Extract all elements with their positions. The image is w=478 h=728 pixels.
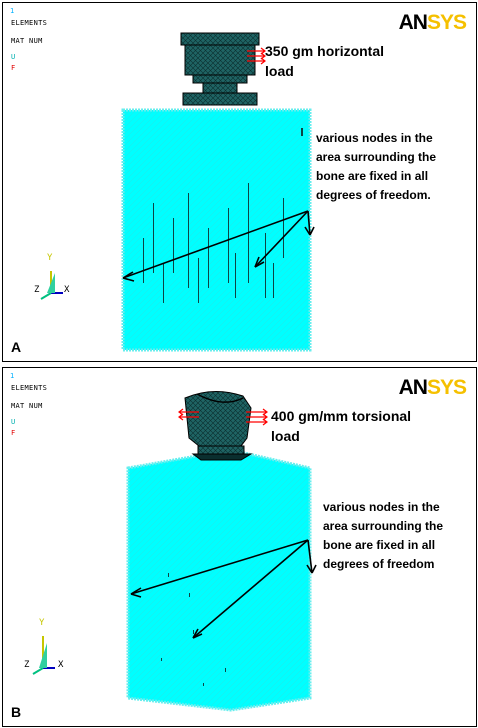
bone-block-b: [126, 448, 312, 712]
panel-label-b: B: [11, 704, 22, 720]
implant-b: [184, 391, 253, 461]
mat-num-header: MAT NUM: [11, 402, 43, 410]
leader-arrows-a: [122, 210, 315, 282]
fixed-node-cluster-b: [161, 573, 226, 686]
axis-label-z: Z: [24, 660, 30, 670]
legend-u: U: [11, 53, 16, 61]
fe-model-b: [32, 391, 317, 712]
axis-label-z: Z: [34, 285, 40, 295]
index-number: 1: [10, 372, 15, 380]
fixed-nodes-annotation: various nodes in the area surrounding th…: [323, 500, 444, 571]
elements-header: ELEMENTS: [11, 19, 48, 27]
load-arrow-b: [178, 408, 268, 426]
legend-u: U: [11, 418, 16, 426]
mat-num-header: MAT NUM: [11, 37, 43, 45]
axis-label-y: Y: [47, 253, 53, 263]
panel-b: 1 ELEMENTS MAT NUM U F ANSYS 400 gm/mm t…: [2, 367, 477, 727]
axis-label-y: Y: [39, 618, 45, 628]
legend-f: F: [11, 64, 16, 72]
ansys-logo: ANSYS: [398, 376, 467, 399]
axis-triad-b: [32, 636, 55, 675]
axis-label-x: X: [58, 660, 64, 670]
load-annotation: 400 gm/mm torsional load: [271, 408, 412, 444]
load-annotation: 350 gm horizontal load: [265, 43, 385, 79]
panel-a: 1 ELEMENTS MAT NUM U F ANSYS 350 gm hori…: [2, 2, 477, 362]
axis-label-x: X: [64, 285, 70, 295]
ansys-logo: ANSYS: [398, 11, 467, 34]
index-number: 1: [10, 7, 15, 15]
panel-label-a: A: [11, 339, 22, 355]
fixed-nodes-annotation: various nodes in the area surrounding th…: [316, 131, 437, 202]
legend-f: F: [11, 429, 16, 437]
load-arrow-a: [247, 47, 266, 65]
leader-arrows-b: [130, 539, 317, 639]
elements-header: ELEMENTS: [11, 384, 48, 392]
fe-model-a: [40, 32, 315, 352]
axis-triad-a: [40, 271, 63, 300]
bone-block-a: [121, 108, 312, 352]
implant-a: [180, 32, 260, 106]
